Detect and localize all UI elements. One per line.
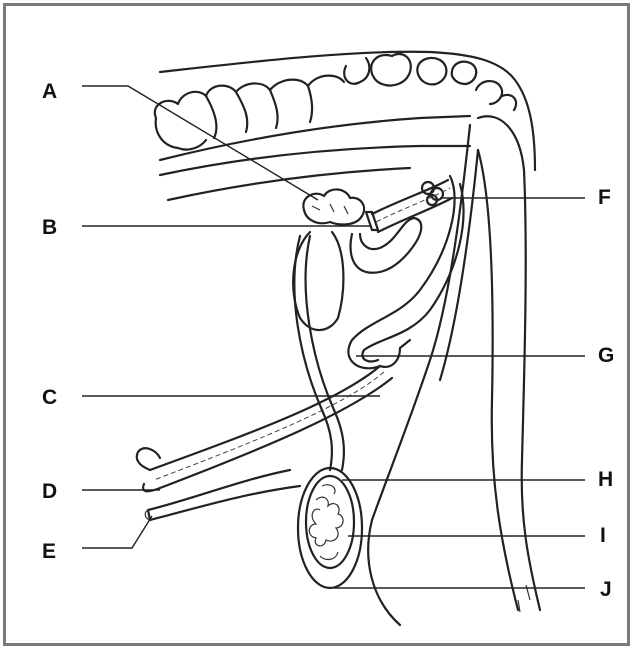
label-g: G xyxy=(598,344,614,367)
label-b: B xyxy=(42,216,57,239)
label-i: I xyxy=(600,524,606,547)
testis xyxy=(298,468,362,588)
label-e: E xyxy=(42,540,56,563)
label-a: A xyxy=(42,80,57,103)
penis-shaft xyxy=(137,340,410,520)
body-outline xyxy=(160,125,478,625)
accessory-gland-a xyxy=(303,189,364,224)
tail xyxy=(478,116,540,612)
label-h: H xyxy=(598,468,613,491)
leader-lines xyxy=(82,86,585,588)
label-j: J xyxy=(600,578,612,601)
labels: A B C D E F G H I J xyxy=(42,80,614,601)
label-d: D xyxy=(42,480,57,503)
leader-a xyxy=(82,86,318,200)
bladder xyxy=(293,212,421,330)
label-f: F xyxy=(598,186,611,209)
leader-e xyxy=(82,516,152,548)
label-c: C xyxy=(42,386,57,409)
spermatic-cord xyxy=(294,236,344,470)
